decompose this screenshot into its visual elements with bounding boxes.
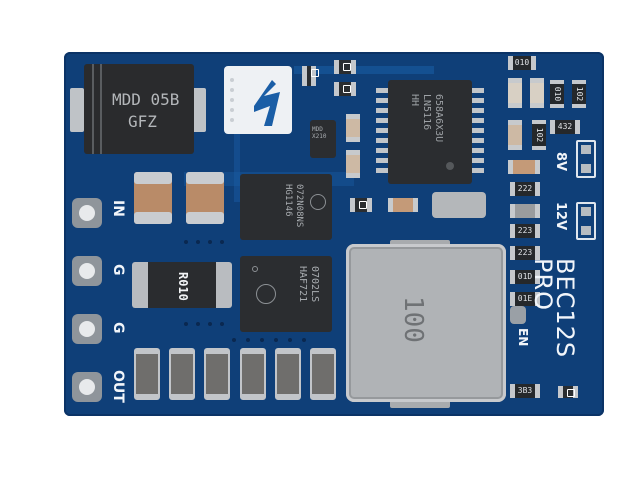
jumper-8v[interactable] [576,140,596,178]
pad-ground-1[interactable] [72,256,102,286]
smd-capacitor [510,204,540,218]
pad-in-label: IN [110,200,126,217]
smd-capacitor [508,160,540,174]
diode-marking-2: GFZ [128,112,157,131]
resistor: 010 [508,56,536,70]
pcb-board: MDD 05B GFZ MDD X210 658A6X3U LN5116 HH … [64,52,604,416]
smd-capacitor [508,78,522,108]
pad-in[interactable] [72,198,102,228]
mosfet-top-marking: 072N08NS HG1146 [283,184,304,228]
inductor-tab [390,398,450,408]
resistor: 010 [550,80,564,108]
smd-led [334,60,356,74]
shunt-resistor-marking: R010 [176,272,190,301]
jumper-8v-label: 8V [553,152,568,172]
enable-pad[interactable] [510,306,526,324]
mosfet-bottom: 0702LS HAF721 [240,256,332,332]
smd-led [334,82,356,96]
input-capacitor [134,172,172,224]
resistor: 102 [572,80,586,108]
smd-led [302,66,319,86]
resistor: 223 [510,246,540,260]
resistor: 432 [550,120,580,134]
output-capacitor [204,348,230,400]
small-diode: MDD X210 [310,120,336,158]
resistor: 01D [510,270,540,284]
resistor: 223 [510,224,540,238]
pad-ground-2-label: G [110,322,126,334]
controller-ic: 658A6X3U LN5116 HH [388,80,472,184]
mosfet-top: 072N08NS HG1146 [240,174,332,240]
smd-capacitor [346,114,360,142]
input-capacitor [186,172,224,224]
inductor-marking: 100 [398,296,428,343]
smd-capacitor [508,120,522,150]
resistor: 102 [532,120,546,150]
product-name: BEC12S PRO [529,258,579,359]
resistor: 3B3 [510,384,540,398]
output-capacitor [275,348,301,400]
resistor: 222 [510,182,540,196]
pad-ground-2[interactable] [72,314,102,344]
resistor: 01E [510,292,540,306]
enable-label: EN [516,328,530,347]
power-diode: MDD 05B GFZ [84,64,194,154]
output-capacitor [310,348,336,400]
small-diode-marking-1: MDD [312,126,323,133]
shunt-resistor: R010 [132,262,232,308]
controller-ic-package: 658A6X3U LN5116 HH [376,80,484,190]
output-capacitor [169,348,195,400]
power-inductor: 100 [346,244,506,402]
status-led [558,386,578,398]
crystal-oscillator [432,192,486,218]
infineon-logo-icon [310,194,326,210]
copper-trace [234,112,240,202]
pad-out[interactable] [72,372,102,402]
mosfet-bottom-marking: 0702LS HAF721 [297,266,320,303]
pad-out-label: OUT [110,370,126,403]
brand-logo [224,66,292,134]
smd-capacitor [346,150,360,178]
pad-ground-1-label: G [110,264,126,276]
smd-capacitor [530,78,544,108]
diode-lead-right [192,88,206,132]
output-capacitor [240,348,266,400]
diode-lead-left [70,88,84,132]
controller-ic-marking: 658A6X3U LN5116 HH [409,94,444,143]
small-diode-marking-2: X210 [312,133,327,140]
jumper-12v-label: 12V [553,202,568,231]
infineon-logo-icon [256,284,276,304]
logo-mark-icon [230,78,280,126]
jumper-12v[interactable] [576,202,596,240]
copper-trace [294,66,434,74]
smd-led [350,198,372,212]
output-capacitor [134,348,160,400]
smd-capacitor [388,198,418,212]
diode-marking-1: MDD 05B [112,90,180,109]
